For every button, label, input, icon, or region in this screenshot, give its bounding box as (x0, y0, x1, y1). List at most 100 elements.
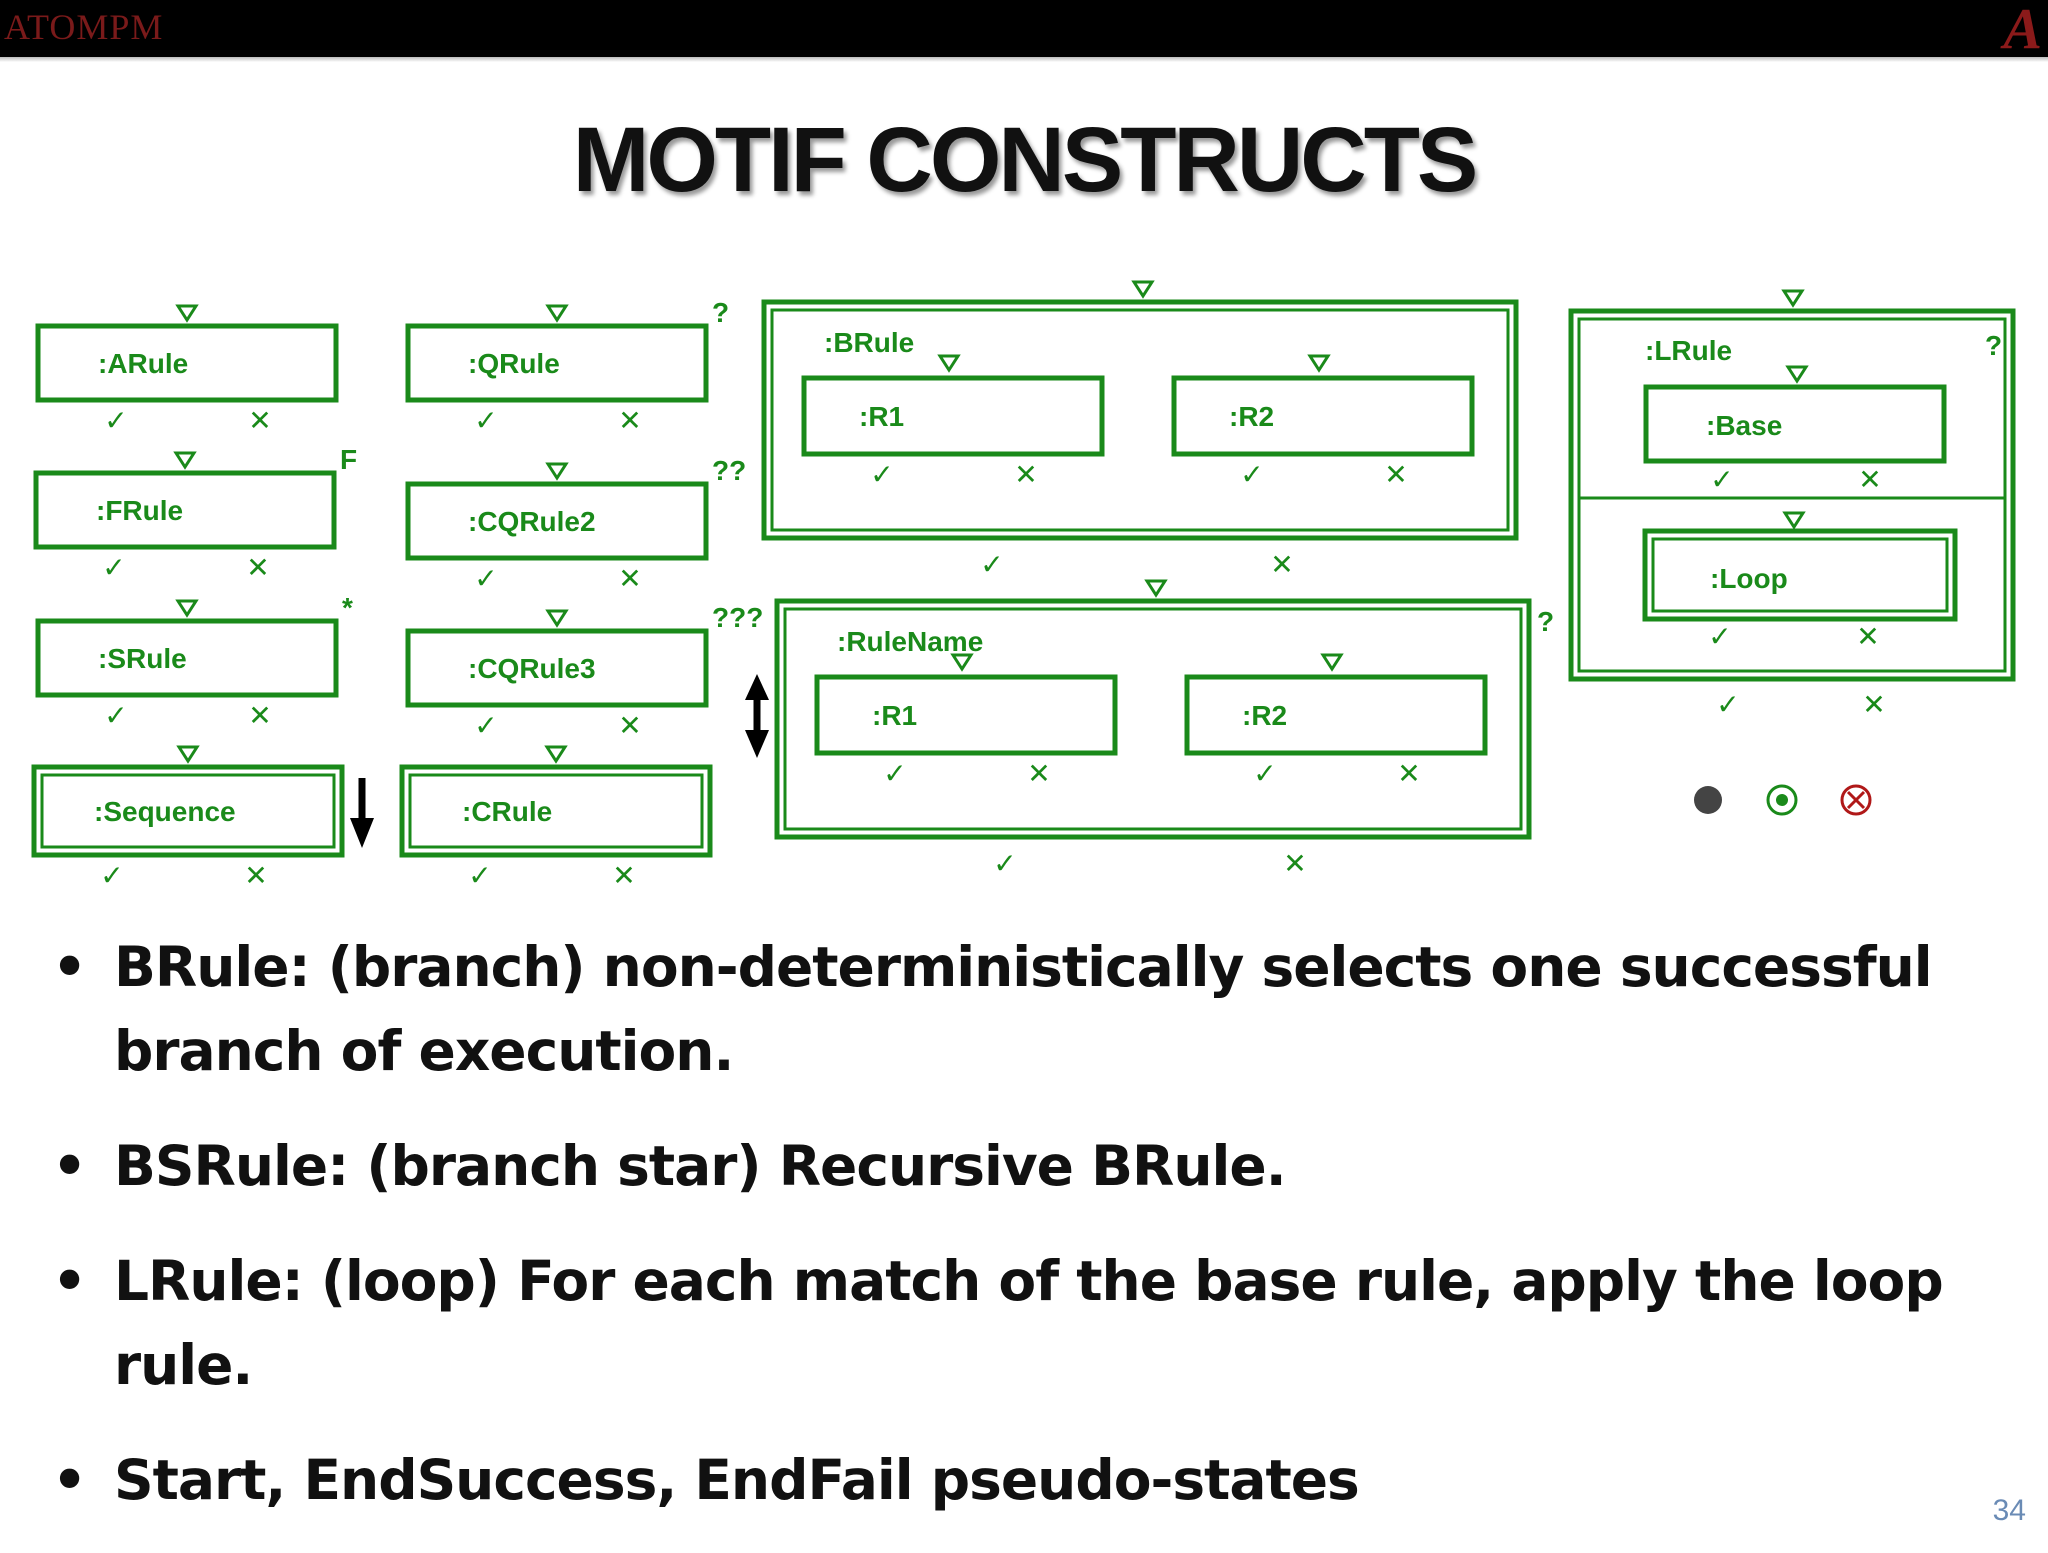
lrule-loop-fail-icon: ✕ (1856, 620, 1879, 653)
bsrule-outer-fail-icon: ✕ (1283, 847, 1306, 880)
lrule-outer-fail-icon: ✕ (1862, 688, 1885, 721)
cqrule3-start-icon (545, 609, 569, 628)
brule-box (761, 299, 1519, 541)
crule-success-icon: ✓ (468, 859, 491, 892)
cqrule2-success-icon: ✓ (474, 562, 497, 595)
bullet-brule: BRule: (branch) non-deterministically se… (52, 925, 2002, 1093)
brule-r1-start-icon (937, 354, 961, 373)
brule-r2-fail-icon: ✕ (1384, 458, 1407, 491)
bsrule-label: :RuleName (837, 626, 983, 657)
lrule-outer-success-icon: ✓ (1716, 688, 1739, 721)
arule-fail-icon: ✕ (248, 404, 271, 437)
arule-box (35, 323, 339, 403)
sequence-success-icon: ✓ (100, 859, 123, 892)
start-state-icon (1694, 786, 1722, 814)
brule-outer-fail-icon: ✕ (1270, 548, 1293, 581)
motif-diagram: :ARule ✓ ✕ :FRule ✓ ✕ F :SRule ✓ ✕ * :Sequence ✓ ✕ :QR… (31, 280, 2016, 892)
cqrule3-label: :CQRule3 (468, 653, 596, 684)
arule-start-icon (175, 304, 199, 323)
brule-r2-label: :R2 (1229, 401, 1274, 432)
bsrule-outer-success-icon: ✓ (993, 847, 1016, 880)
cqrule3-fail-icon: ✕ (618, 709, 641, 742)
bsrule-r1-success-icon: ✓ (883, 757, 906, 790)
university-logo: A (2003, 0, 2042, 61)
cqrule3-modifier: ??? (712, 602, 763, 633)
cqrule2-modifier: ?? (712, 455, 746, 486)
lrule-label: :LRule (1645, 335, 1732, 366)
end-success-state-icon-dot (1776, 794, 1788, 806)
header-divider (0, 57, 2048, 62)
cqrule2-box (405, 481, 709, 561)
bsrule-arrowhead-down-icon (745, 730, 769, 758)
crule-label: :CRule (462, 796, 552, 827)
srule-box (35, 618, 339, 698)
bsrule-start-icon (1144, 579, 1168, 598)
top-bar: ATOMPM A (0, 0, 2048, 61)
brule-start-icon (1131, 280, 1155, 299)
bsrule-r2-label: :R2 (1242, 700, 1287, 731)
bsrule-r1-fail-icon: ✕ (1027, 757, 1050, 790)
frule-fail-icon: ✕ (246, 551, 269, 584)
lrule-base-label: :Base (1706, 410, 1782, 441)
brule-r1-success-icon: ✓ (870, 458, 893, 491)
crule-start-icon (544, 745, 568, 764)
crule-box-inner (408, 773, 704, 849)
lrule-base-fail-icon: ✕ (1858, 463, 1881, 496)
bullet-lrule: LRule: (loop) For each match of the base… (52, 1239, 2002, 1407)
frule-label: :FRule (96, 495, 183, 526)
frule-box (33, 470, 337, 550)
sequence-label: :Sequence (94, 796, 236, 827)
brule-r2-box (1171, 375, 1475, 457)
lrule-loop-start-icon (1782, 511, 1806, 530)
bsrule-arrowhead-up-icon (745, 674, 769, 700)
qrule-success-icon: ✓ (474, 404, 497, 437)
cqrule2-label: :CQRule2 (468, 506, 596, 537)
lrule-box-inner (1577, 317, 2007, 673)
sequence-box-inner (40, 773, 336, 849)
lrule-start-icon (1781, 289, 1805, 308)
bsrule-r1-box (814, 674, 1118, 756)
lrule-base-success-icon: ✓ (1710, 463, 1733, 496)
srule-modifier: * (342, 592, 353, 623)
lrule-box (1568, 308, 2016, 682)
atompm-logo: ATOMPM (4, 7, 164, 47)
lrule-loop-box (1642, 528, 1958, 622)
crule-box (399, 764, 713, 858)
bsrule-modifier: ? (1537, 606, 1554, 637)
srule-start-icon (175, 599, 199, 618)
lrule-loop-label: :Loop (1710, 563, 1788, 594)
end-fail-state-icon-cross-b (1846, 790, 1866, 810)
qrule-start-icon (545, 304, 569, 323)
qrule-box (405, 323, 709, 403)
bsrule-box-inner (783, 607, 1523, 831)
frule-modifier: F (340, 444, 357, 475)
srule-label: :SRule (98, 643, 187, 674)
brule-label: :BRule (824, 327, 914, 358)
arule-success-icon: ✓ (104, 404, 127, 437)
crule-fail-icon: ✕ (612, 859, 635, 892)
sequence-arrowhead-icon (350, 818, 374, 848)
qrule-label: :QRule (468, 348, 560, 379)
end-success-state-icon (1766, 784, 1798, 816)
lrule-loop-success-icon: ✓ (1708, 620, 1731, 653)
srule-success-icon: ✓ (104, 699, 127, 732)
end-fail-state-icon (1840, 784, 1872, 816)
lrule-loop-box-inner (1651, 537, 1949, 613)
frule-start-icon (173, 451, 197, 470)
bsrule-r2-success-icon: ✓ (1253, 757, 1276, 790)
sequence-start-icon (176, 745, 200, 764)
bsrule-r2-box (1184, 674, 1488, 756)
arule-label: :ARule (98, 348, 188, 379)
lrule-base-box (1643, 384, 1947, 464)
slide-title: MOTIF CONSTRUCTS (572, 109, 1479, 211)
bsrule-r2-fail-icon: ✕ (1397, 757, 1420, 790)
lrule-base-start-icon (1785, 365, 1809, 384)
bsrule-box (774, 598, 1532, 840)
brule-outer-success-icon: ✓ (980, 548, 1003, 581)
bsrule-r1-start-icon (950, 653, 974, 672)
brule-r2-start-icon (1307, 354, 1331, 373)
brule-r2-success-icon: ✓ (1240, 458, 1263, 491)
page-number: 34 (1992, 1494, 2026, 1527)
cqrule2-start-icon (545, 462, 569, 481)
sequence-fail-icon: ✕ (244, 859, 267, 892)
